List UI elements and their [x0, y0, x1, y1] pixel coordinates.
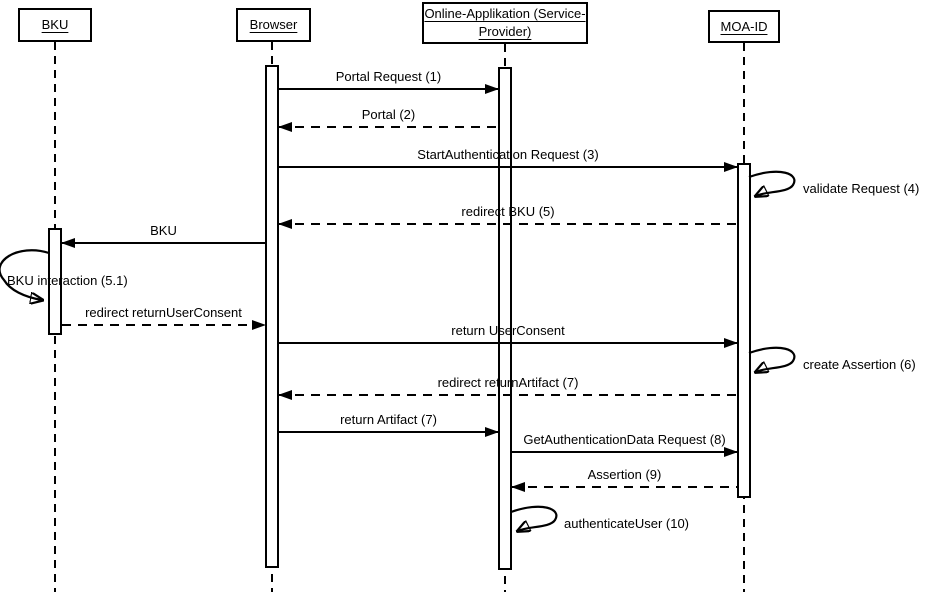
arrowhead-left-icon	[278, 219, 292, 229]
message-line	[279, 394, 737, 396]
self-loop-label: authenticateUser (10)	[564, 516, 690, 531]
message-line	[279, 126, 498, 128]
activation-bar-browser	[265, 65, 279, 568]
message-line	[62, 324, 265, 326]
message-line	[512, 451, 737, 453]
arrowhead-left-icon	[61, 238, 75, 248]
message-label: BKU	[150, 223, 177, 238]
self-loop-label: validate Request (4)	[803, 181, 920, 196]
message-line	[279, 88, 498, 90]
arrowhead-right-icon	[724, 338, 738, 348]
arrowhead-right-icon	[724, 162, 738, 172]
actor-box-service: Online-Applikation (Service- Provider)	[422, 2, 588, 44]
activation-bar-bku	[48, 228, 62, 335]
message-label: GetAuthenticationData Request (8)	[523, 432, 726, 447]
activation-bar-service	[498, 67, 512, 570]
actor-label-bku: BKU	[41, 17, 69, 32]
message-label: redirect returnArtifact (7)	[437, 375, 579, 390]
message-line	[279, 431, 498, 433]
activation-bar-moaid	[737, 163, 751, 498]
actor-label-browser: Browser	[249, 17, 298, 32]
self-loop-create-assertion	[748, 346, 796, 378]
message-label: StartAuthentication Request (3)	[417, 147, 599, 162]
message-line	[279, 342, 737, 344]
message-label: return UserConsent	[451, 323, 565, 338]
arrowhead-right-icon	[252, 320, 266, 330]
message-line	[279, 166, 737, 168]
self-loop-bku-interaction	[0, 249, 50, 304]
self-loop-authenticate-user	[510, 505, 558, 537]
message-label: return Artifact (7)	[340, 412, 437, 427]
message-label: redirect returnUserConsent	[85, 305, 242, 320]
actor-label-service: Online-Applikation (Service- Provider)	[424, 6, 586, 39]
arrowhead-right-icon	[724, 447, 738, 457]
arrowhead-left-icon	[278, 122, 292, 132]
arrowhead-right-icon	[485, 84, 499, 94]
message-label: Portal Request (1)	[335, 69, 442, 84]
actor-label-moaid: MOA-ID	[720, 18, 768, 34]
message-label: Portal (2)	[361, 107, 416, 122]
self-loop-label: create Assertion (6)	[803, 357, 916, 372]
message-label: Assertion (9)	[587, 467, 662, 482]
message-line	[512, 486, 737, 488]
arrowhead-right-icon	[485, 427, 499, 437]
message-line	[62, 242, 265, 244]
arrowhead-left-icon	[511, 482, 525, 492]
self-loop-validate-request	[748, 170, 796, 202]
actor-box-moaid: MOA-ID	[708, 10, 780, 43]
arrowhead-left-icon	[278, 390, 292, 400]
message-label: redirect BKU (5)	[461, 204, 555, 219]
actor-box-browser: Browser	[236, 8, 311, 42]
self-loop-label: BKU interaction (5.1)	[7, 273, 128, 288]
message-line	[279, 223, 737, 225]
actor-box-bku: BKU	[18, 8, 92, 42]
